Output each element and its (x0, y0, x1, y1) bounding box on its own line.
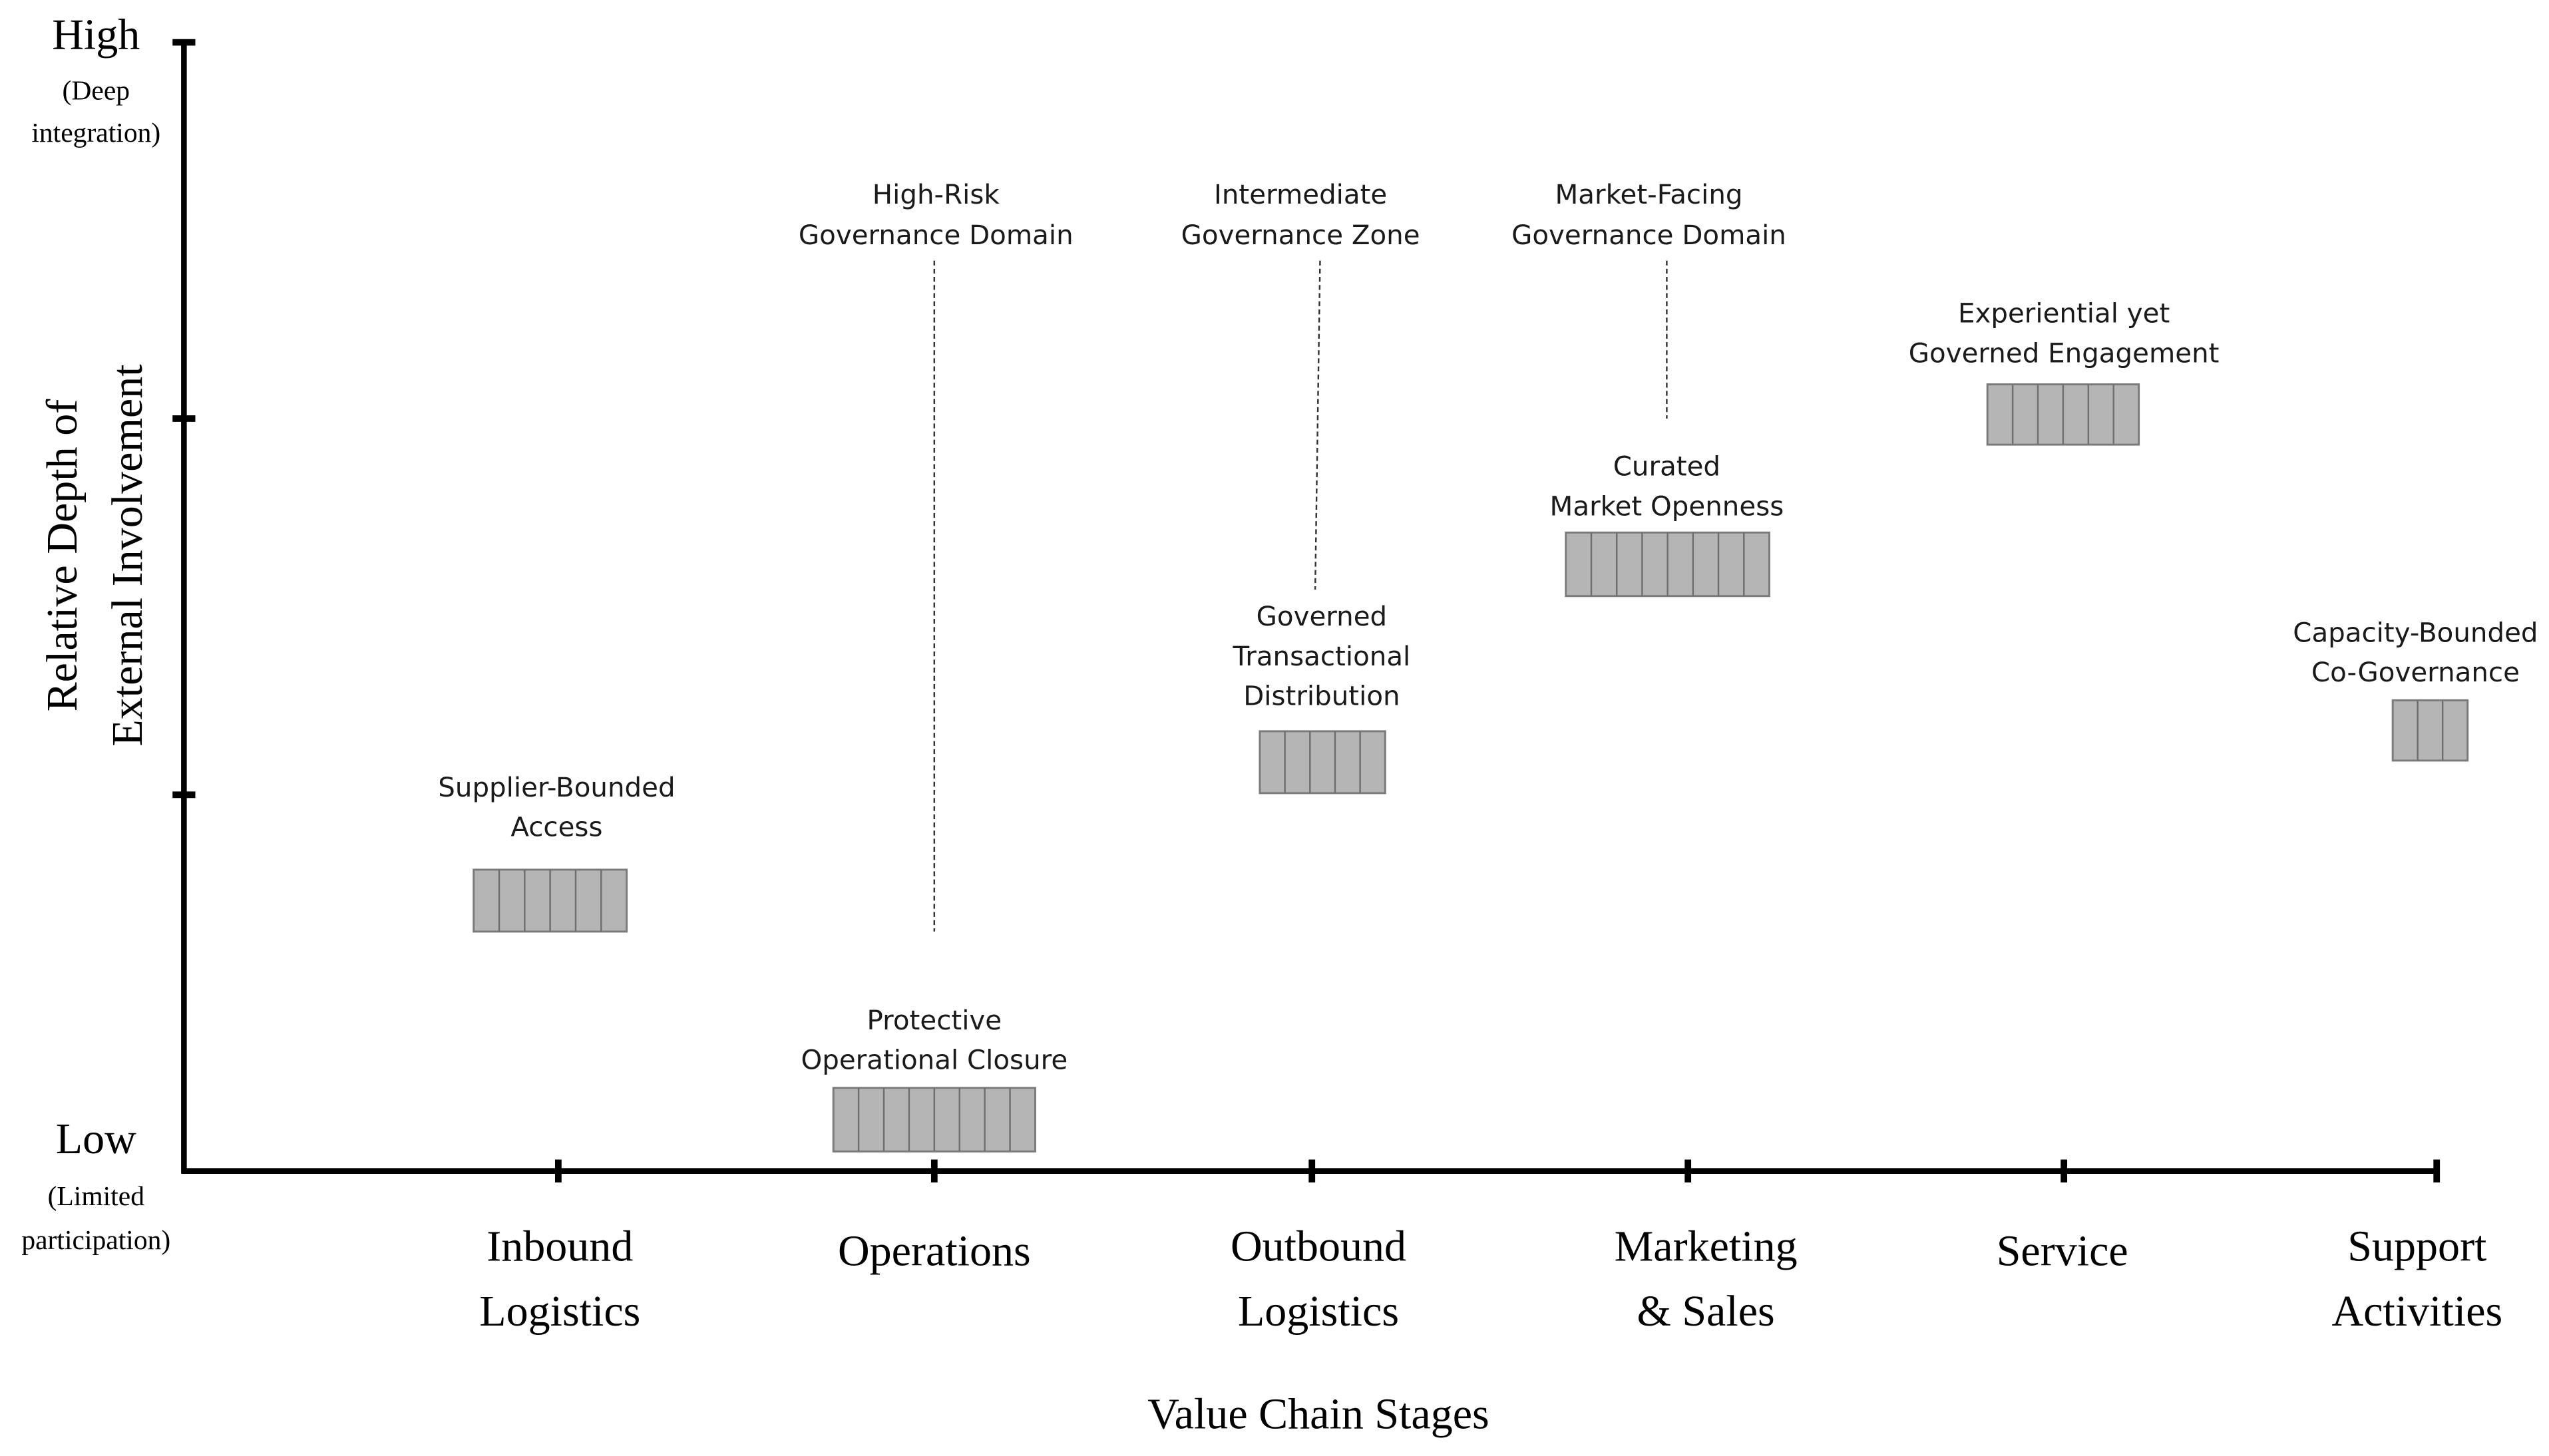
axes (172, 39, 2441, 1183)
y-high-sublabel: (Deep (63, 75, 130, 106)
x-category-label: Operations (838, 1227, 1031, 1276)
involvement-label: Governed (1257, 601, 1388, 632)
y-low-sublabel: participation) (21, 1224, 170, 1256)
involvement-label: Operational Closure (801, 1045, 1068, 1076)
governance-domain-label: Intermediate (1214, 179, 1387, 210)
involvement-label: Transactional (1233, 641, 1411, 672)
involvement-label: Protective (867, 1005, 1002, 1036)
x-category-label: Outbound (1231, 1222, 1406, 1270)
y-low-sublabel: (Limited (48, 1181, 145, 1212)
involvement-label: Market Openness (1550, 491, 1784, 522)
x-category-label: Support (2347, 1222, 2486, 1270)
involvement-label: Access (510, 812, 602, 843)
x-category-label: Logistics (479, 1287, 640, 1336)
governance-domain-label: Governance Domain (799, 220, 1074, 251)
x-category-label: Marketing (1615, 1222, 1798, 1270)
governance-domain-label: Governance Domain (1511, 220, 1786, 251)
involvement-bar (1259, 730, 1386, 795)
text-labels: High (Deep integration) Low (Limited particip… (21, 10, 2538, 1438)
governance-domain-label: High-Risk (873, 179, 1000, 210)
domain-leader-lines (933, 260, 1668, 932)
x-category-label: Activities (2332, 1287, 2503, 1336)
y-axis-title-line: External Involvement (103, 364, 152, 746)
y-high-label: High (52, 10, 140, 59)
y-axis-title-line: Relative Depth of (38, 399, 87, 712)
involvement-label: Co-Governance (2311, 657, 2520, 688)
involvement-label: Supplier-Bounded (438, 772, 675, 803)
y-high-sublabel: integration) (31, 117, 160, 148)
involvement-bars (473, 383, 2469, 1153)
domain-leader-line (1314, 260, 1321, 590)
involvement-label: Experiential yet (1958, 298, 2170, 329)
involvement-label: Governed Engagement (1909, 338, 2220, 369)
x-category-label: Inbound (487, 1222, 633, 1270)
x-category-label: & Sales (1637, 1287, 1774, 1336)
x-category-label: Service (1997, 1227, 2128, 1276)
x-category-label: Logistics (1238, 1287, 1399, 1336)
governance-domain-label: Market-Facing (1555, 179, 1742, 210)
governance-domain-label: Governance Zone (1181, 220, 1420, 251)
y-low-label: Low (56, 1115, 136, 1163)
involvement-label: Capacity-Bounded (2293, 617, 2538, 648)
x-axis-title: Value Chain Stages (1147, 1389, 1489, 1438)
involvement-label: Distribution (1243, 681, 1400, 712)
involvement-label: Curated (1613, 451, 1720, 482)
involvement-bar (2391, 699, 2469, 762)
